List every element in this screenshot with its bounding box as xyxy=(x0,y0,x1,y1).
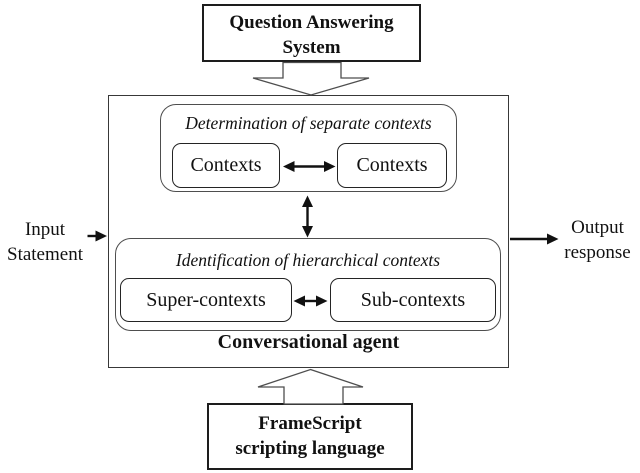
output-label-line2: response xyxy=(564,242,631,263)
output-label-line1: Output xyxy=(571,217,624,238)
input-label-line1: Input xyxy=(24,219,66,240)
framescript-box: FrameScript scripting language xyxy=(207,403,413,470)
qa-system-label-line1: Question Answering xyxy=(229,12,394,33)
input-arrow-icon xyxy=(87,230,107,242)
input-label-line2: Statement xyxy=(7,244,83,265)
conversational-agent-label: Conversational agent xyxy=(217,331,400,353)
qa-to-agent-block-arrow-icon xyxy=(252,61,370,96)
output-arrow-icon xyxy=(510,233,559,245)
separate-contexts-title: Determination of separate contexts xyxy=(185,113,432,133)
input-statement-label: Input Statement xyxy=(0,217,90,267)
framescript-label-line2: scripting language xyxy=(235,438,385,459)
qa-system-box: Question Answering System xyxy=(202,4,421,62)
framescript-label-line1: FrameScript xyxy=(258,413,362,434)
super-contexts-box: Super-contexts xyxy=(120,278,292,322)
sub-contexts-box: Sub-contexts xyxy=(330,278,496,322)
output-response-label: Output response xyxy=(555,215,640,265)
framescript-to-agent-block-arrow-icon xyxy=(257,368,364,405)
contexts-box-left: Contexts xyxy=(172,143,280,188)
hierarchical-contexts-title: Identification of hierarchical contexts xyxy=(175,250,441,270)
qa-system-label-line2: System xyxy=(282,37,341,58)
contexts-box-right: Contexts xyxy=(337,143,447,188)
